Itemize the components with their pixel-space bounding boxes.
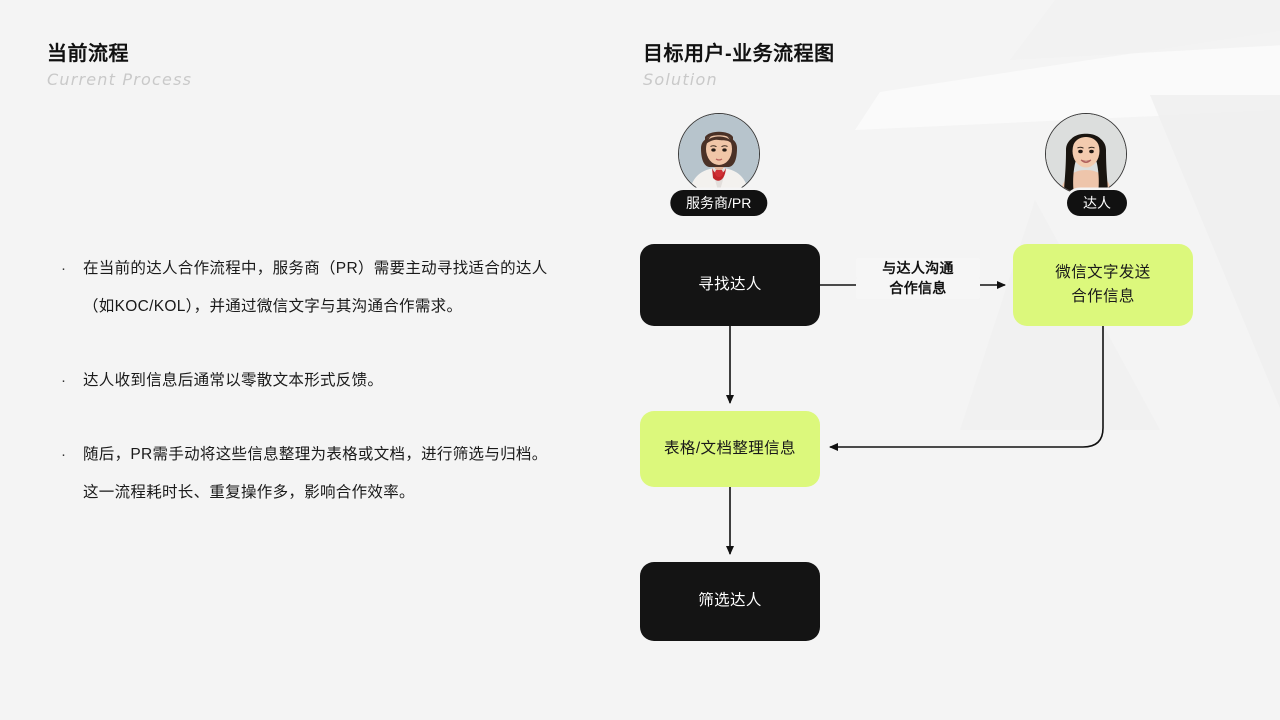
bullet-marker-icon: ·	[61, 446, 66, 463]
list-item: · 在当前的达人合作流程中，服务商（PR）需要主动寻找适合的达人（如KOC/KO…	[58, 250, 558, 326]
decor-wedge-top	[1010, 0, 1280, 60]
flow-node-label: 寻找达人	[698, 275, 762, 293]
edge-wechat-to-organize	[829, 326, 1104, 451]
list-item: · 达人收到信息后通常以零散文本形式反馈。	[58, 362, 558, 400]
right-heading-block: 目标用户-业务流程图 Solution	[643, 42, 835, 89]
flow-diagram: 服务商/PR	[620, 95, 1260, 675]
right-heading-subtitle: Solution	[643, 70, 718, 89]
left-bullet-list: · 在当前的达人合作流程中，服务商（PR）需要主动寻找适合的达人（如KOC/KO…	[58, 250, 558, 548]
flow-node-label: 筛选达人	[698, 592, 762, 610]
left-heading-title: 当前流程	[47, 43, 129, 65]
actor-label-talent: 达人	[1067, 190, 1127, 216]
flow-node-organize-info[interactable]: 表格/文档整理信息	[640, 411, 820, 487]
flow-node-label-line1: 微信文字发送	[1055, 263, 1151, 281]
avatar-label-wrap: 达人	[1045, 190, 1127, 216]
bullet-text: 达人收到信息后通常以零散文本形式反馈。	[83, 372, 384, 389]
list-item: · 随后，PR需手动将这些信息整理为表格或文档，进行筛选与归档。这一流程耗时长、…	[58, 436, 558, 512]
flow-node-label-line2: 合作信息	[1071, 288, 1135, 305]
flow-node-find-talent[interactable]: 寻找达人	[640, 244, 820, 326]
left-heading-subtitle: Current Process	[47, 70, 193, 89]
actor-talent: 达人	[1045, 113, 1127, 216]
avatar	[1045, 113, 1127, 195]
actor-service-provider: 服务商/PR	[670, 113, 768, 216]
right-heading-title: 目标用户-业务流程图	[643, 43, 835, 65]
avatar-label-wrap: 服务商/PR	[670, 190, 768, 216]
bullet-marker-icon: ·	[61, 260, 66, 277]
edge-label-line2: 合作信息	[856, 278, 980, 299]
bullet-text: 随后，PR需手动将这些信息整理为表格或文档，进行筛选与归档。这一流程耗时长、重复…	[83, 446, 548, 501]
flow-node-label: 表格/文档整理信息	[664, 439, 796, 457]
flow-node-wechat-send[interactable]: 微信文字发送 合作信息	[1013, 244, 1193, 326]
flow-node-screen-talent[interactable]: 筛选达人	[640, 562, 820, 641]
edge-label-line1: 与达人沟通	[856, 258, 980, 279]
avatar	[677, 113, 760, 195]
edge-label-communicate: 与达人沟通 合作信息	[856, 258, 980, 299]
actor-label-service-provider: 服务商/PR	[670, 190, 768, 216]
bullet-text: 在当前的达人合作流程中，服务商（PR）需要主动寻找适合的达人（如KOC/KOL）…	[83, 260, 548, 315]
bullet-marker-icon: ·	[61, 372, 66, 389]
left-heading-block: 当前流程 Current Process	[47, 42, 192, 89]
